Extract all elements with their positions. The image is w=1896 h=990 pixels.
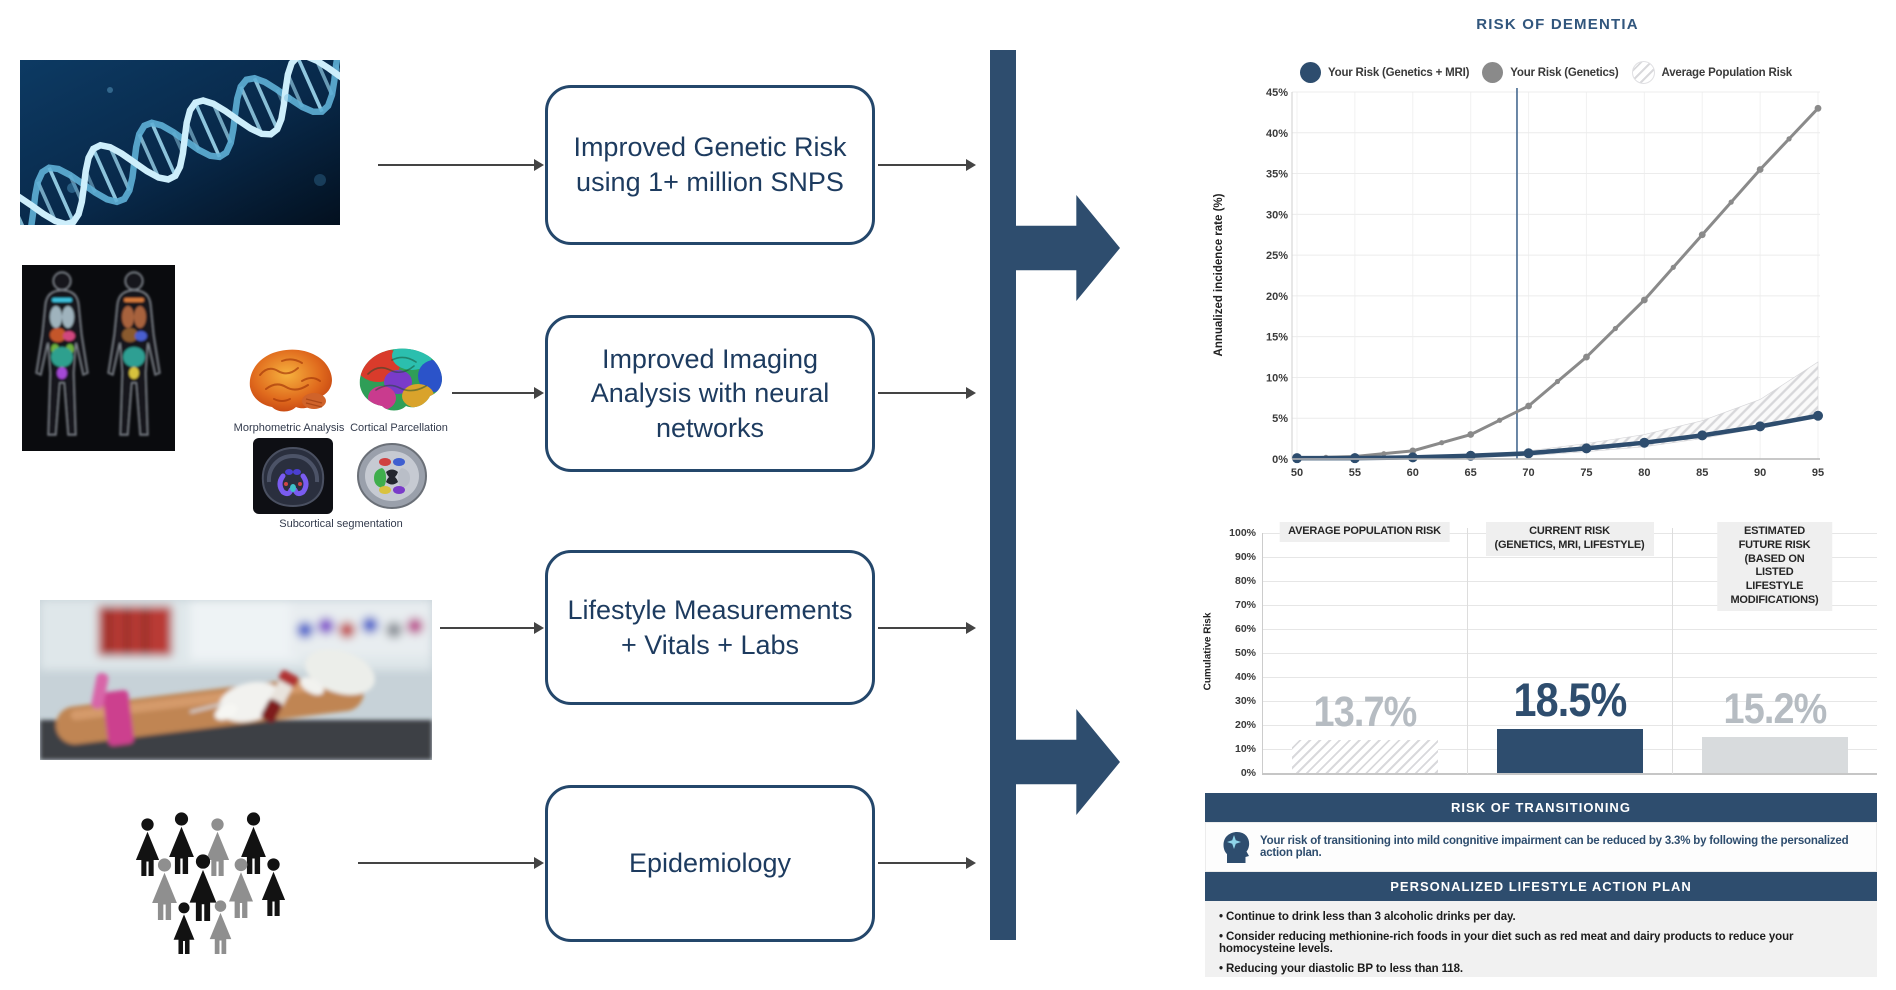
bar-column-header: AVERAGE POPULATION RISK xyxy=(1279,522,1450,542)
svg-text:95: 95 xyxy=(1812,467,1824,479)
svg-text:80: 80 xyxy=(1638,467,1650,479)
svg-text:60: 60 xyxy=(1407,467,1419,479)
incidence-line-chart: Annualized incidence rate (%) 50 55 60 65 70… xyxy=(1213,87,1824,479)
gray-dot-icon xyxy=(1482,62,1504,83)
legend-label: Average Population Risk xyxy=(1661,66,1793,79)
transitioning-row: Your risk of transitioning into mild con… xyxy=(1205,822,1877,872)
svg-text:20%: 20% xyxy=(1266,291,1288,303)
action-plan-item: • Reducing your diastolic BP to less tha… xyxy=(1219,963,1463,975)
action-plan-banner: PERSONALIZED LIFESTYLE ACTION PLAN xyxy=(1205,872,1877,901)
box-genetic-risk: Improved Genetic Risk using 1+ million S… xyxy=(545,85,875,245)
cumulative-risk-bar-chart: 0%10%20%30%40%50%60%70%80%90%100%13.7%AV… xyxy=(1200,522,1890,779)
connector-line xyxy=(452,392,536,394)
connector-line xyxy=(440,627,536,629)
svg-text:0%: 0% xyxy=(1272,454,1288,466)
arrowhead-icon xyxy=(966,622,976,634)
caption-morphometric: Morphometric Analysis xyxy=(233,422,345,434)
arrowhead-icon xyxy=(966,159,976,171)
head-spark-icon xyxy=(1223,831,1250,863)
box-epidemiology: Epidemiology xyxy=(545,785,875,942)
arrowhead-icon xyxy=(534,387,544,399)
box-lifestyle: Lifestyle Measurements + Vitals + Labs xyxy=(545,550,875,705)
navy-dot-icon xyxy=(1300,62,1321,83)
arrowhead-icon xyxy=(966,857,976,869)
subcortical-coronal-mri-image xyxy=(253,438,333,514)
box-epidemiology-label: Epidemiology xyxy=(628,848,792,879)
svg-text:30%: 30% xyxy=(1266,209,1288,221)
dna-helix-image xyxy=(20,60,340,225)
svg-text:15%: 15% xyxy=(1266,332,1288,344)
bar-column-header: ESTIMATED FUTURE RISK (BASED ON LISTED L… xyxy=(1716,522,1833,611)
svg-text:25%: 25% xyxy=(1266,250,1288,262)
chart-legend: Your Risk (Genetics + MRI) Your Risk (Ge… xyxy=(1300,61,1792,84)
svg-text:70: 70 xyxy=(1522,467,1534,479)
box-imaging-analysis-label: Improved Imaging Analysis with neural ne… xyxy=(590,343,830,443)
collector-bar xyxy=(990,50,1016,940)
subcortical-axial-mri-image xyxy=(357,443,427,509)
box-imaging-analysis: Improved Imaging Analysis with neural ne… xyxy=(545,315,875,472)
risk-of-transitioning-banner: RISK OF TRANSITIONING xyxy=(1205,793,1877,822)
blood-draw-image xyxy=(40,600,432,760)
big-arrow-icon xyxy=(1016,709,1120,815)
banner-label: PERSONALIZED LIFESTYLE ACTION PLAN xyxy=(1390,879,1692,894)
legend-label: Your Risk (Genetics) xyxy=(1510,66,1619,79)
big-arrow-icon xyxy=(1016,195,1120,301)
caption-subcortical: Subcortical segmentation xyxy=(279,518,403,530)
whole-body-mri-image xyxy=(22,265,175,451)
banner-label: RISK OF TRANSITIONING xyxy=(1451,800,1631,815)
svg-text:90: 90 xyxy=(1754,467,1766,479)
action-plan-item: • Continue to drink less than 3 alcoholi… xyxy=(1219,911,1516,923)
legend-label: Your Risk (Genetics + MRI) xyxy=(1328,66,1470,79)
legend-item-genetics: Your Risk (Genetics) xyxy=(1482,62,1619,83)
legend-item-average: Average Population Risk xyxy=(1631,61,1793,84)
svg-text:85: 85 xyxy=(1696,467,1708,479)
arrowhead-icon xyxy=(966,387,976,399)
arrowhead-icon xyxy=(534,857,544,869)
bar-column-header: CURRENT RISK (GENETICS, MRI, LIFESTYLE) xyxy=(1485,522,1654,556)
connector-line xyxy=(878,164,968,166)
risk-value-label: 15.2% xyxy=(1723,684,1827,733)
hatched-dot-icon xyxy=(1631,61,1655,84)
svg-text:50: 50 xyxy=(1291,467,1303,479)
page-title: RISK OF DEMENTIA xyxy=(1476,16,1639,33)
risk-bar xyxy=(1291,740,1438,773)
risk-value-label: 13.7% xyxy=(1313,688,1417,737)
svg-text:5%: 5% xyxy=(1272,413,1288,425)
population-people-icon xyxy=(135,812,286,954)
connector-line xyxy=(378,164,536,166)
bar-y-axis-label: Cumulative Risk xyxy=(1202,612,1214,691)
legend-item-genetics-mri: Your Risk (Genetics + MRI) xyxy=(1300,62,1469,83)
y-axis-label: Annualized incidence rate (%) xyxy=(1213,193,1225,356)
box-lifestyle-label: Lifestyle Measurements + Vitals + Labs xyxy=(567,594,853,660)
connector-line xyxy=(358,862,536,864)
connector-line xyxy=(878,862,968,864)
cortical-parcellation-brain-image xyxy=(359,348,442,411)
action-plan-list: • Continue to drink less than 3 alcoholi… xyxy=(1205,901,1877,977)
svg-text:45%: 45% xyxy=(1266,87,1288,99)
connector-line xyxy=(878,392,968,394)
connector-line xyxy=(878,627,968,629)
svg-text:10%: 10% xyxy=(1266,372,1288,384)
risk-bar xyxy=(1701,736,1848,773)
svg-text:40%: 40% xyxy=(1266,128,1288,140)
action-plan-item: • Consider reducing methionine-rich food… xyxy=(1219,931,1794,955)
svg-text:75: 75 xyxy=(1580,467,1592,479)
risk-bar xyxy=(1496,728,1643,773)
svg-text:65: 65 xyxy=(1465,467,1477,479)
risk-value-label: 18.5% xyxy=(1513,672,1627,726)
arrowhead-icon xyxy=(534,159,544,171)
svg-text:35%: 35% xyxy=(1266,169,1288,181)
morphometric-brain-image xyxy=(249,349,332,412)
caption-cortical: Cortical Parcellation xyxy=(350,422,448,434)
transitioning-message: Your risk of transitioning into mild con… xyxy=(1260,835,1849,859)
box-genetic-risk-label: Improved Genetic Risk using 1+ million S… xyxy=(573,132,847,197)
svg-text:55: 55 xyxy=(1349,467,1361,479)
arrowhead-icon xyxy=(534,622,544,634)
